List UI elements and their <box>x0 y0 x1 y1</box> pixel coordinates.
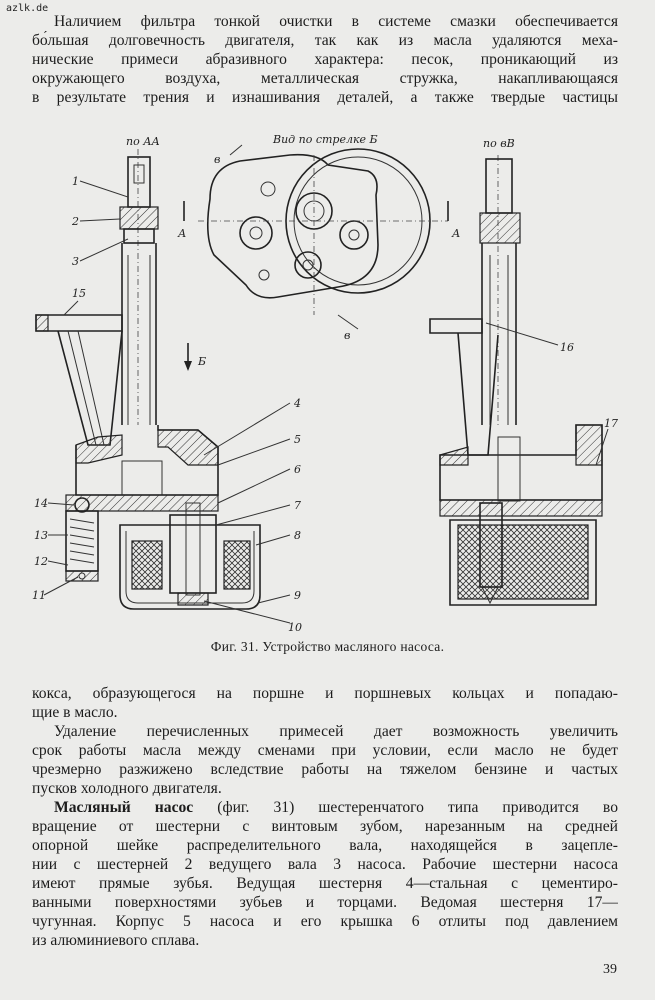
callouts-left: 1 2 3 15 4 5 6 7 8 <box>32 175 302 634</box>
callout-3: 3 <box>72 255 79 268</box>
callout-17: 17 <box>604 417 618 430</box>
body-paragraph-2: Удаление перечисленных примесей дает воз… <box>32 722 618 798</box>
callout-5: 5 <box>294 433 301 446</box>
section-vv-label: по вВ <box>483 137 515 150</box>
figure-caption: Фиг. 31. Устройство масляного насоса. <box>210 639 445 654</box>
callout-9: 9 <box>294 589 301 602</box>
text-line: чугунная. Корпус 5 насоса и его крышка 6… <box>32 913 618 930</box>
callout-11: 11 <box>32 589 46 602</box>
text-line: срок работы масла между сменами при усло… <box>32 742 618 759</box>
callout-8: 8 <box>294 529 301 542</box>
text-line: Удаление перечисленных примесей дает воз… <box>54 723 618 740</box>
text-line: в результате трения и изнашивания детале… <box>32 89 618 106</box>
text-line: чрезмерно разжижено вследствие работы на… <box>32 761 618 778</box>
text-line: имеют прямые зубья. Ведущая шестерня 4—с… <box>32 875 618 892</box>
text-line: ванными поверхностями зубьев и торцами. … <box>32 894 618 911</box>
text-line: из алюминиевого сплава. <box>32 932 200 949</box>
site-watermark: azlk.de <box>6 3 49 14</box>
section-v-top-mark: в <box>214 153 220 166</box>
callout-4: 4 <box>293 397 301 410</box>
oil-pump-drawing: по АА <box>28 125 628 635</box>
page-number: 39 <box>603 962 617 977</box>
section-aa-label: по АА <box>126 135 160 148</box>
text-line: кокса, образующегося на поршне и поршнев… <box>32 685 618 702</box>
text-line: щие в масло. <box>32 704 118 721</box>
section-aa-view: по АА <box>32 135 302 634</box>
arrow-b-mark: Б <box>197 355 206 368</box>
callout-1: 1 <box>72 175 79 188</box>
body-paragraph-3: Масляный насос (фиг. 31) шестеренчатого … <box>32 798 618 950</box>
body-paragraph-1: кокса, образующегося на поршне и поршнев… <box>32 684 618 722</box>
text-line: Наличием фильтра тонкой очистки в систем… <box>54 13 618 30</box>
callout-10: 10 <box>288 621 302 634</box>
text-line-rest: (фиг. 31) шестеренчатого типа приводится… <box>193 799 618 816</box>
pump-term: Масляный насос <box>54 799 194 816</box>
text-line: нии с шестерней 2 ведущего вала 3 насоса… <box>32 856 618 873</box>
callout-13: 13 <box>34 529 48 542</box>
section-a-left-mark: А <box>177 227 186 240</box>
section-vv-view: по вВ 16 17 <box>429 137 618 606</box>
callout-6: 6 <box>294 463 301 476</box>
callout-7: 7 <box>294 499 301 512</box>
text-line: вращение от шестерни с винтовым зубом, н… <box>32 818 618 835</box>
text-line: Масляный насос (фиг. 31) шестеренчатого … <box>32 798 618 817</box>
text-line: опорной шейке распределительного вала, н… <box>32 837 618 854</box>
section-v-bottom-mark: в <box>344 329 350 342</box>
callout-12: 12 <box>34 555 48 568</box>
callout-15: 15 <box>72 287 86 300</box>
callout-14: 14 <box>34 497 48 510</box>
view-b-label: Вид по стрелке Б <box>272 133 378 146</box>
view-b-top: Вид по стрелке Б А А <box>177 133 460 342</box>
text-line: бо́льшая долговечность двигателя, так ка… <box>32 32 618 49</box>
top-paragraph: Наличием фильтра тонкой очистки в систем… <box>32 12 618 107</box>
text-line: пусков холодного двигателя. <box>32 780 222 797</box>
callout-16: 16 <box>560 341 574 354</box>
section-a-right-mark: А <box>451 227 460 240</box>
text-line: нические примеси абразивного характера: … <box>32 51 618 68</box>
callout-2: 2 <box>71 215 79 228</box>
text-line: окружающего воздуха, металлическая струж… <box>32 70 618 87</box>
